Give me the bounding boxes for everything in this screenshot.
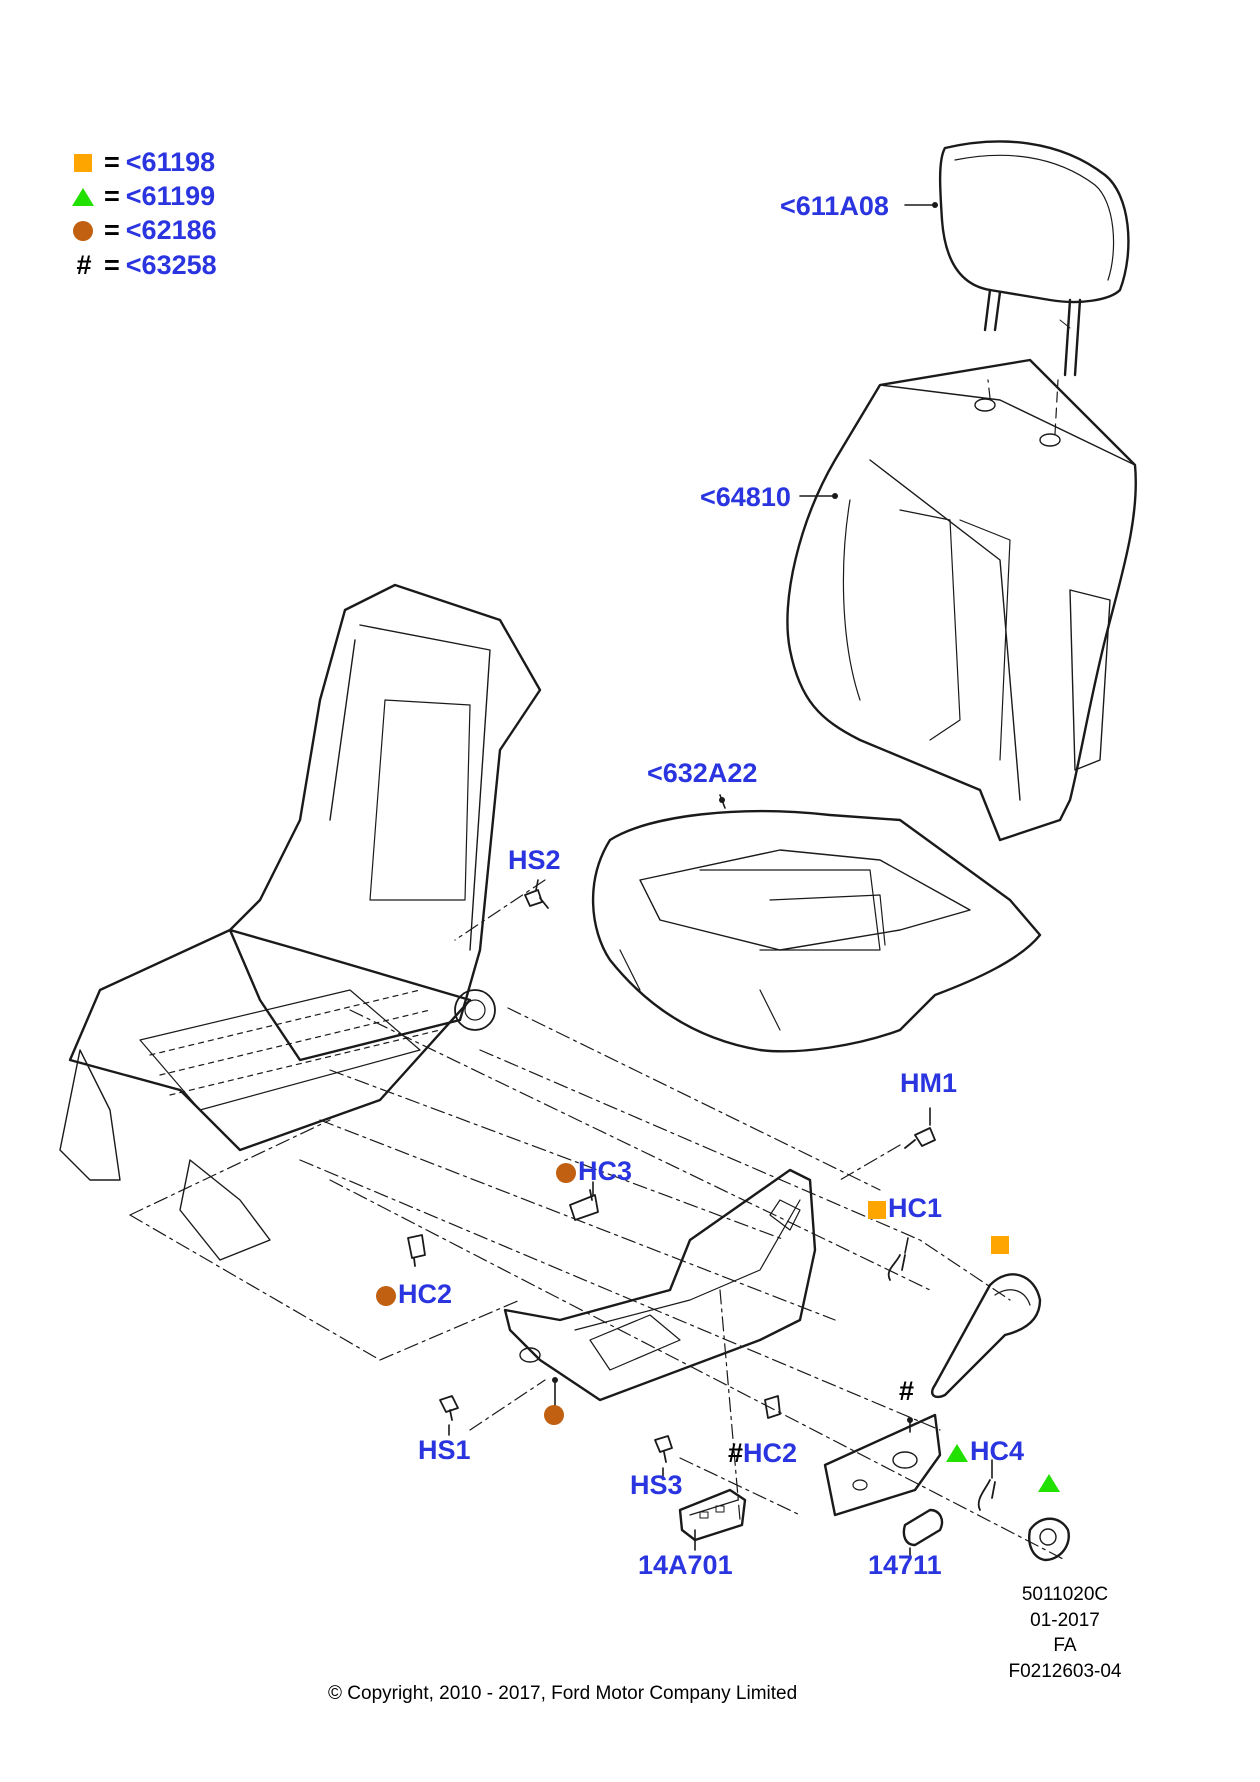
callout-14a701: 14A701 xyxy=(638,1550,733,1580)
triangle-marker-knob xyxy=(1038,1474,1060,1492)
callout-hs2: HS2 xyxy=(508,845,561,875)
diagram-code: 5011020C xyxy=(1021,1584,1109,1605)
triangle-marker-icon xyxy=(72,187,94,206)
recliner-handle-part xyxy=(931,1273,1042,1399)
callout-hs1: HS1 xyxy=(418,1435,471,1465)
callout-headrest: <611A08 xyxy=(780,191,889,221)
headrest-part xyxy=(938,140,1130,377)
legend-equals: = xyxy=(104,147,120,177)
side-shield-part xyxy=(503,1168,817,1402)
legend-row-square: = <61198 xyxy=(70,147,215,178)
fasteners xyxy=(407,889,996,1511)
diagram-date: 01-2017 xyxy=(1030,1609,1100,1631)
callout-hc3-text: HC3 xyxy=(578,1156,633,1186)
square-marker-handle xyxy=(991,1236,1009,1254)
callout-hash-bezel: # xyxy=(899,1378,914,1405)
seat-frame-part xyxy=(59,583,542,1261)
square-marker-icon xyxy=(74,153,92,172)
inner-bezel-part xyxy=(823,1413,942,1517)
callout-hc2-right-text: HC2 xyxy=(743,1438,798,1468)
assembly-lines xyxy=(129,879,1066,1561)
callout-backrest-cover: <64810 xyxy=(700,482,791,512)
legend-code: <61198 xyxy=(125,147,216,177)
callout-hs3: HS3 xyxy=(630,1470,683,1500)
leader-lines xyxy=(448,204,993,1556)
callout-hc2-left: HC2 xyxy=(376,1281,452,1308)
circle-marker-shield xyxy=(544,1405,564,1425)
callout-hc2-left-text: HC2 xyxy=(398,1279,453,1309)
hash-marker: # xyxy=(728,1438,744,1468)
callout-hc1-text: HC1 xyxy=(888,1193,943,1223)
cushion-cover-part xyxy=(591,809,1042,1053)
legend-code: <61199 xyxy=(125,181,216,211)
legend-row-triangle: = <61199 xyxy=(70,181,215,212)
callout-cushion-cover: <632A22 xyxy=(647,758,758,788)
callout-hc2-right: #HC2 xyxy=(728,1440,797,1467)
switch-14a701-part xyxy=(678,1488,747,1542)
callout-14711: 14711 xyxy=(868,1550,942,1580)
backrest-cover-part xyxy=(786,358,1137,842)
knob-14711-part xyxy=(902,1508,944,1547)
legend-row-circle: = <62186 xyxy=(70,215,217,246)
circle-marker-icon xyxy=(73,220,93,241)
legend-equals: = xyxy=(104,215,120,245)
callout-hc4-text: HC4 xyxy=(970,1436,1025,1466)
triangle-marker-icon xyxy=(946,1443,968,1462)
callout-hc1: HC1 xyxy=(868,1195,942,1222)
callout-hc3: HC3 xyxy=(556,1158,632,1185)
hash-marker: # xyxy=(899,1376,915,1406)
circle-marker-icon xyxy=(556,1162,576,1183)
legend-code: <63258 xyxy=(125,250,217,280)
diagram-info: 5011020C 01-2017 FA F0212603-04 xyxy=(995,1582,1135,1685)
copyright-notice: © Copyright, 2010 - 2017, Ford Motor Com… xyxy=(328,1683,798,1704)
lumbar-knob-part xyxy=(1028,1517,1070,1562)
legend-equals: = xyxy=(104,250,120,280)
square-marker-icon xyxy=(868,1200,886,1219)
legend-row-hash: # = <63258 xyxy=(70,250,217,281)
legend-equals: = xyxy=(104,181,120,211)
hash-marker: # xyxy=(76,250,92,280)
legend-code: <62186 xyxy=(125,215,217,245)
circle-marker-icon xyxy=(376,1285,396,1306)
diagram-reference: F0212603-04 xyxy=(1008,1660,1122,1682)
callout-hc4: HC4 xyxy=(946,1438,1024,1465)
diagram-fa: FA xyxy=(1053,1635,1077,1657)
callout-hm1: HM1 xyxy=(900,1068,958,1098)
